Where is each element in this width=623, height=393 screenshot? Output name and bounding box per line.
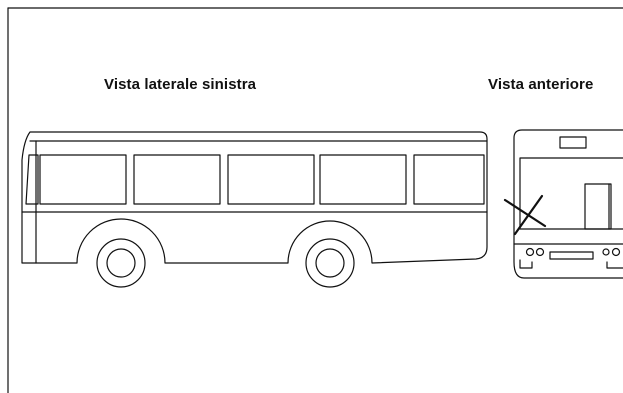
left-view-title: Vista laterale sinistra <box>104 76 257 93</box>
front-grille <box>549 251 594 260</box>
headlight <box>535 247 545 257</box>
windscreen <box>519 157 623 230</box>
front-view-title: Vista anteriore <box>488 76 594 93</box>
bus-side-body <box>21 131 488 264</box>
side-window <box>227 154 315 205</box>
x-mark <box>503 194 547 236</box>
bus-side-view <box>21 131 488 288</box>
side-window <box>413 154 485 205</box>
page-border <box>7 7 623 393</box>
side-window <box>39 154 127 205</box>
headlight <box>525 247 535 257</box>
headlight <box>611 247 621 257</box>
rear-wheel <box>305 238 355 288</box>
bus-front-view <box>503 129 623 279</box>
door-panel <box>584 183 612 230</box>
bus-front-body <box>513 129 623 279</box>
front-wheel <box>96 238 146 288</box>
headlight <box>602 248 610 256</box>
windshield-side <box>25 154 39 205</box>
route-sign <box>559 136 587 149</box>
side-window <box>319 154 407 205</box>
side-window <box>133 154 221 205</box>
bumper-bottom <box>519 259 623 269</box>
